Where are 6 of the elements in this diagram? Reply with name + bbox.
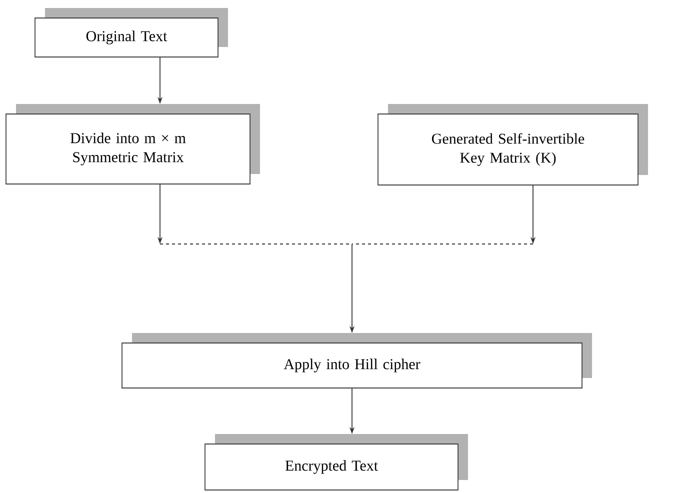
process-box: Original Text bbox=[34, 8, 228, 58]
process-box: Encrypted Text bbox=[204, 434, 468, 490]
process-box: Generated Self-invertible Key Matrix (K) bbox=[378, 104, 648, 186]
process-box: Apply into Hill cipher bbox=[122, 333, 592, 388]
process-box: Divide into m × m Symmetric Matrix bbox=[6, 104, 260, 184]
arrow bbox=[352, 236, 536, 244]
